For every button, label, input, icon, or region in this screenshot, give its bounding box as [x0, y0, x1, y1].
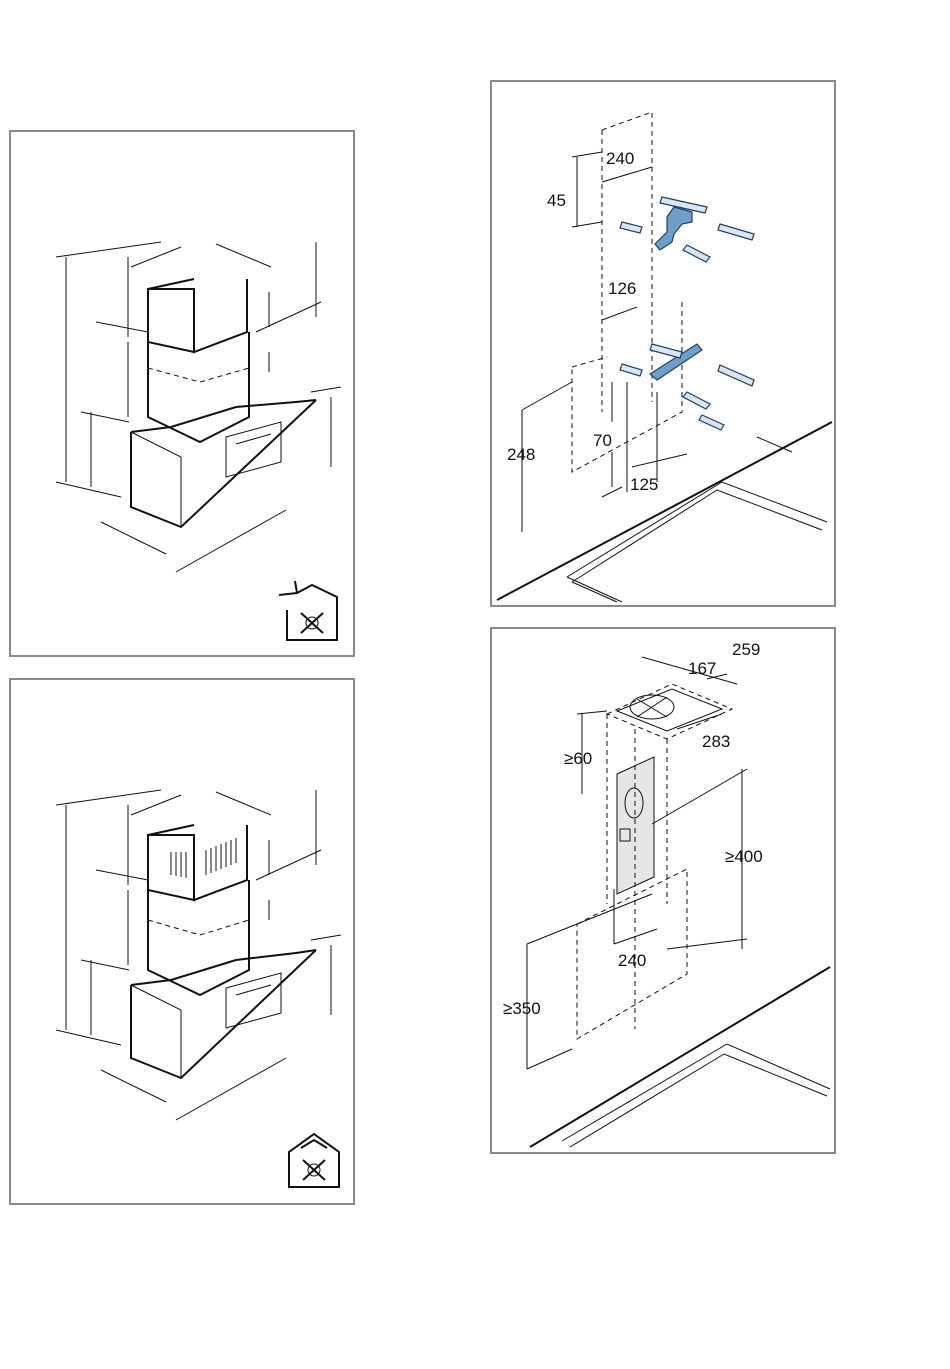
wall-mounting-panel: 240 45 126 248 70 125 [490, 80, 836, 607]
hood-recirculation-drawing [11, 680, 357, 1207]
dim-screw-spacing-vertical: 70 [593, 431, 612, 450]
dim-outer-width: 283 [702, 732, 730, 751]
mounting-screws [620, 197, 792, 452]
hood-dimension-drawing [11, 132, 357, 659]
recirculation-mode-panel [9, 678, 355, 1205]
dim-chimney-width: 240 [618, 951, 646, 970]
dim-center-offset: 126 [608, 279, 636, 298]
exhaust-mode-panel [9, 130, 355, 657]
recirculation-house-icon [289, 1134, 339, 1187]
dim-top-clearance: ≥60 [564, 749, 592, 768]
dim-bracket-width: 240 [606, 149, 634, 168]
upper-wall-bracket [655, 207, 692, 250]
dim-lower-height: 248 [507, 445, 535, 464]
dim-inner-width: 167 [688, 659, 716, 678]
dim-screw-spacing-horizontal: 125 [630, 475, 658, 494]
duct-clearance-panel: 259 167 283 ≥60 ≥400 240 ≥350 [490, 627, 836, 1154]
dim-outer-depth: 259 [732, 640, 760, 659]
duct-clearance-drawing: 259 167 283 ≥60 ≥400 240 ≥350 [492, 629, 838, 1156]
exhaust-air-house-icon [279, 581, 337, 640]
dim-bracket-height: 45 [547, 191, 566, 210]
dim-hob-clearance: ≥350 [503, 999, 541, 1018]
dim-duct-height: ≥400 [725, 847, 763, 866]
wall-mounting-drawing: 240 45 126 248 70 125 [492, 82, 838, 609]
